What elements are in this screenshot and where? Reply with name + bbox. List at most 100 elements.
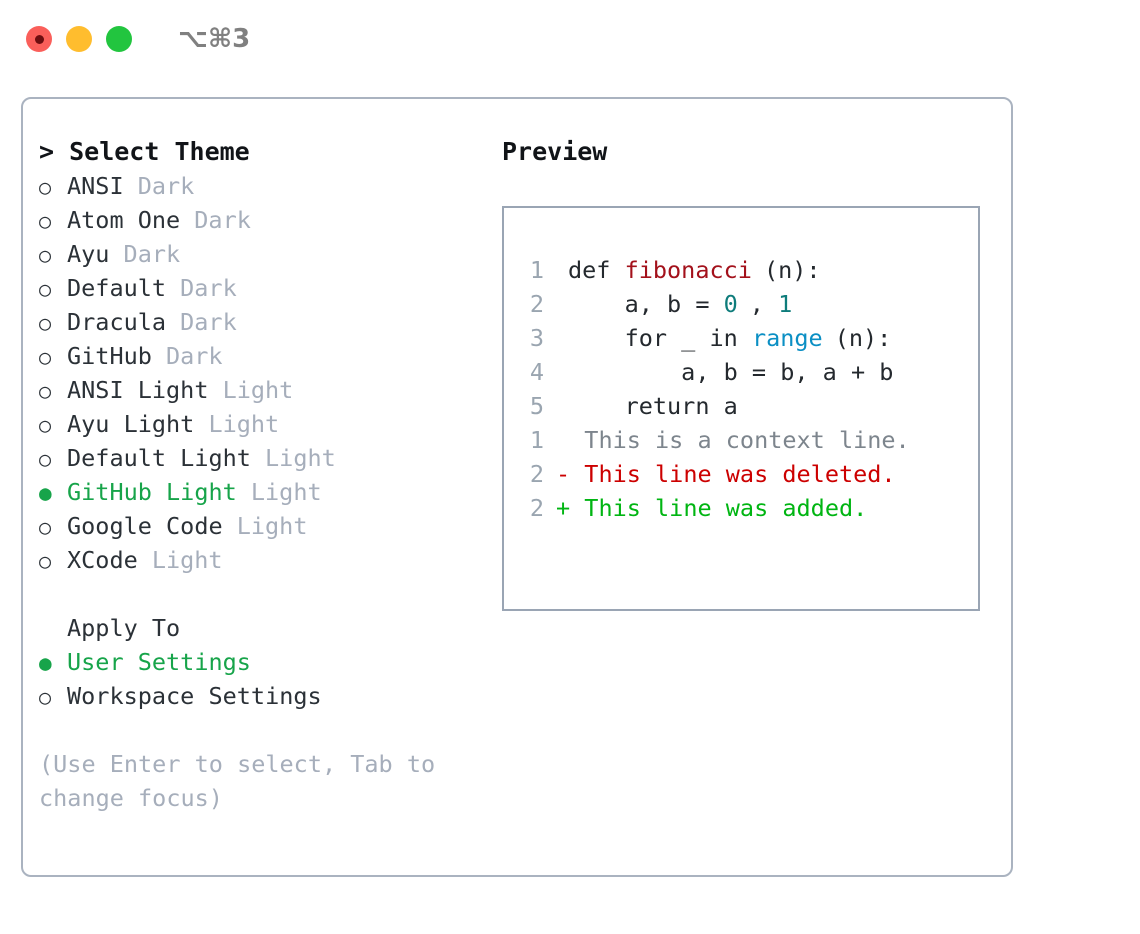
maximize-window-button[interactable]	[106, 26, 132, 52]
code-line-number: 1	[529, 256, 544, 284]
title-bar: ⌥⌘3	[0, 0, 1140, 78]
code-token: (n):	[834, 324, 892, 352]
code-line-content: a, b = b, a + b	[556, 355, 893, 389]
theme-option-label: Ayu Light	[67, 410, 195, 438]
radio-unselected-icon: ○	[39, 243, 52, 267]
apply-to-option-user-settings[interactable]: ● User Settings	[39, 645, 489, 679]
diff-line-number: 1	[529, 426, 544, 454]
code-line-content: return a	[556, 389, 738, 423]
theme-option-default-light[interactable]: ○ Default Light Light	[39, 441, 489, 475]
code-line-number: 3	[529, 324, 544, 352]
theme-option-label: Google Code	[67, 512, 223, 540]
theme-variant-tag: Dark	[194, 206, 251, 234]
code-token: range	[751, 324, 823, 352]
radio-unselected-icon: ○	[39, 515, 52, 539]
theme-variant-tag: Dark	[165, 342, 223, 370]
theme-option-ansi[interactable]: ○ ANSI Dark	[39, 169, 489, 203]
radio-unselected-icon: ○	[39, 345, 52, 369]
apply-to-option-label: User Settings	[67, 648, 251, 676]
diff-line-content: - This line was deleted.	[556, 460, 896, 488]
apply-to-option-label: Workspace Settings	[67, 682, 322, 710]
minimize-window-button[interactable]	[66, 26, 92, 52]
theme-option-label: Default Light	[67, 444, 251, 472]
theme-variant-tag: Dark	[123, 240, 181, 268]
apply-to-option-workspace-settings[interactable]: ○ Workspace Settings	[39, 679, 489, 713]
theme-option-ayu-light[interactable]: ○ Ayu Light Light	[39, 407, 489, 441]
diff-line: 2 - This line was deleted.	[518, 457, 910, 491]
code-line-content: def fibonacci (n):	[556, 253, 821, 287]
diff-line-number: 2	[529, 494, 544, 522]
code-token: a, b =	[568, 290, 724, 318]
theme-option-label: Ayu	[67, 240, 110, 268]
theme-option-label: GitHub	[67, 342, 152, 370]
code-token: 0	[723, 290, 738, 318]
radio-unselected-icon: ○	[39, 549, 52, 573]
theme-option-label: ANSI Light	[67, 376, 209, 404]
theme-option-label: Default	[67, 274, 167, 302]
theme-variant-tag: Dark	[180, 308, 237, 336]
diff-line-content: This is a context line.	[556, 426, 910, 454]
code-token: fibonacci	[624, 256, 752, 284]
theme-variant-tag: Dark	[180, 274, 237, 302]
radio-unselected-icon: ○	[39, 175, 52, 199]
radio-unselected-icon: ○	[39, 379, 52, 403]
radio-selected-icon: ●	[39, 651, 52, 675]
code-token: for _ in	[568, 324, 752, 352]
code-token: (n):	[763, 256, 821, 284]
code-token: 1	[778, 290, 793, 318]
code-line: 5 return a	[518, 389, 893, 423]
diff-line: 2 + This line was added.	[518, 491, 910, 525]
radio-selected-icon: ●	[39, 481, 52, 505]
theme-variant-tag: Light	[208, 410, 280, 438]
code-token: a, b = b, a + b	[568, 358, 894, 386]
diff-line-number: 2	[529, 460, 544, 488]
diff-sample: 1 This is a context line. 2 - This line wa…	[518, 423, 910, 525]
theme-variant-tag: Light	[265, 444, 336, 472]
theme-variant-tag: Dark	[137, 172, 195, 200]
radio-unselected-icon: ○	[39, 447, 52, 471]
code-line-content: a, b = 0, 1	[556, 287, 793, 321]
theme-option-default[interactable]: ○ Default Dark	[39, 271, 489, 305]
theme-option-label: Atom One	[67, 206, 181, 234]
code-token: def	[568, 256, 625, 284]
theme-option-label: ANSI	[67, 172, 124, 200]
code-line-number: 5	[529, 392, 544, 420]
theme-option-dracula[interactable]: ○ Dracula Dark	[39, 305, 489, 339]
code-line-number: 4	[529, 358, 544, 386]
select-theme-heading: > Select Theme	[39, 137, 250, 166]
spacer	[39, 577, 489, 611]
radio-unselected-icon: ○	[39, 685, 52, 709]
theme-option-ansi-light[interactable]: ○ ANSI Light Light	[39, 373, 489, 407]
theme-option-xcode[interactable]: ○ XCode Light	[39, 543, 489, 577]
radio-unselected-icon: ○	[39, 413, 52, 437]
theme-option-label: GitHub Light	[67, 478, 237, 506]
theme-option-label: Dracula	[67, 308, 167, 336]
code-line: 3 for _ in range (n):	[518, 321, 893, 355]
theme-variant-tag: Light	[222, 376, 294, 404]
radio-unselected-icon: ○	[39, 311, 52, 335]
code-line: 4 a, b = b, a + b	[518, 355, 894, 389]
diff-line-content: + This line was added.	[556, 494, 868, 522]
theme-option-ayu[interactable]: ○ Ayu Dark	[39, 237, 489, 271]
theme-option-github[interactable]: ○ GitHub Dark	[39, 339, 489, 373]
close-window-button[interactable]	[26, 26, 52, 52]
keyboard-hint-text: (Use Enter to select, Tab to change focu…	[39, 750, 436, 812]
theme-option-label: XCode	[67, 546, 138, 574]
code-line-content: for _ in range (n):	[556, 321, 892, 355]
traffic-light-group	[26, 26, 132, 52]
theme-variant-tag: Light	[151, 546, 223, 574]
diff-line: 1 This is a context line.	[518, 423, 910, 457]
radio-unselected-icon: ○	[39, 277, 52, 301]
theme-variant-tag: Light	[250, 478, 322, 506]
theme-option-github-light[interactable]: ● GitHub Light Light	[39, 475, 489, 509]
apply-to-option-list[interactable]: ● User Settings ○ Workspace Settings	[39, 645, 489, 713]
code-token: ,	[749, 290, 779, 318]
